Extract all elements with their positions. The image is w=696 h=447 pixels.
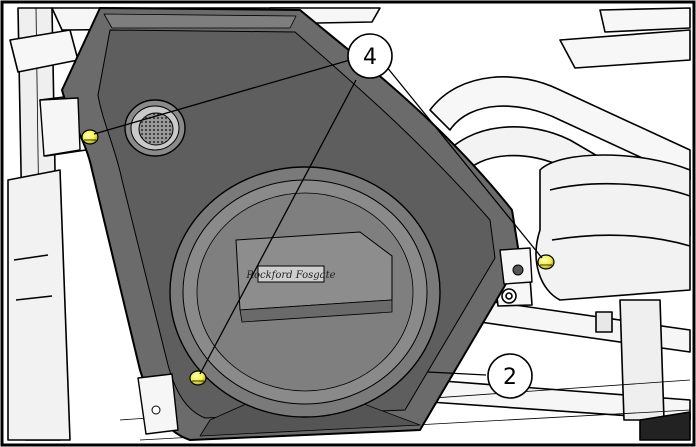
leader-line (93, 59, 351, 135)
fastener-icon (537, 254, 555, 270)
callout-panel: 2 (487, 353, 533, 399)
brand-plate (257, 265, 325, 283)
leader-line (427, 371, 487, 376)
brand-label: Rockford Fosgate (245, 270, 335, 281)
callout-fasteners: 4 (347, 33, 393, 79)
speaker-enclosure-panel (39, 7, 533, 441)
leader-line (199, 79, 357, 375)
callout-label: 4 (363, 45, 377, 70)
speaker-grille-icon (124, 99, 186, 157)
leader-line (385, 65, 543, 259)
fastener-icon (81, 129, 99, 145)
leader-lines (93, 59, 543, 376)
callout-label: 2 (503, 365, 517, 390)
fastener-icon (189, 370, 207, 386)
